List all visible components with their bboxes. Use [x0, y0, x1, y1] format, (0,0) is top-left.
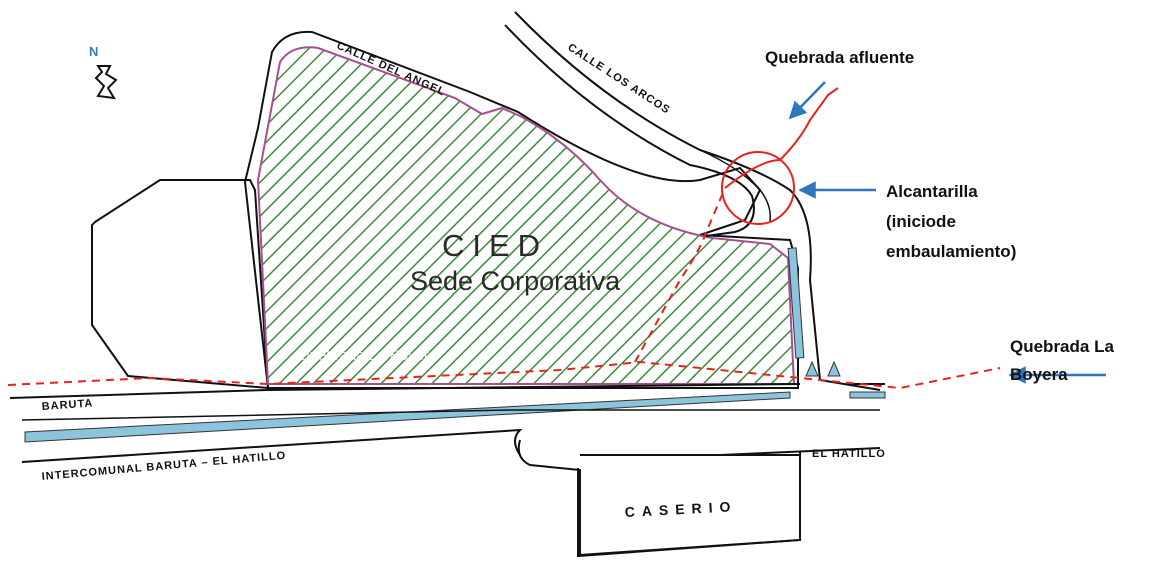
arrow-quebrada-afluente: [788, 81, 826, 120]
annot-quebrada-afluente: Quebrada afluente: [765, 48, 914, 67]
caserio-label: CASERIO: [624, 498, 737, 520]
caserio-outline: [577, 452, 801, 558]
north-turn-edge: [699, 149, 772, 223]
site-outer-outline: [243, 30, 799, 389]
median-triangle-right: [827, 360, 841, 377]
cied-subtitle: Sede Corporativa: [410, 266, 621, 296]
annot-quebrada-la-2: Boyera: [1010, 365, 1068, 384]
alcantarilla-marker: [721, 151, 795, 225]
cied-parcel: [256, 46, 796, 385]
median-main-strip: [24, 391, 791, 443]
calle-los-arcos-inner-edge: [504, 24, 755, 237]
intercomunal-road-top-edge: [9, 383, 801, 399]
north-arrow: N: [89, 44, 118, 100]
annot-alcantarilla-1: Alcantarilla: [886, 182, 978, 201]
median-main-strip-right: [849, 391, 886, 399]
intercomunal-road-mid-edge: [21, 409, 880, 421]
annot-quebrada-la-1: Quebrada La: [1010, 337, 1114, 356]
north-arrow-icon: [94, 65, 118, 100]
annot-alcantarilla-3: embaulamiento): [886, 242, 1016, 261]
label-baruta: BARUTA: [41, 397, 93, 413]
annot-alcantarilla-2: (iniciode: [886, 212, 956, 231]
label-calle-los-arcos: CALLE LOS ARCOS: [565, 41, 672, 116]
north-label: N: [89, 44, 98, 59]
cied-title: CIED: [442, 228, 548, 263]
left-building-block: [91, 179, 270, 390]
faint-stream-label: Quebrada La Boyera: [298, 347, 438, 364]
label-el-hatillo: EL HATILLO: [812, 448, 886, 460]
median-triangle-left: [805, 360, 819, 377]
caserio-block: [517, 439, 801, 557]
quebrada-la-boyera-line: [7, 360, 1001, 390]
median-right-vertical: [787, 247, 805, 359]
label-intercomunal: INTERCOMUNAL BARUTA – EL HATILLO: [41, 450, 286, 483]
quebrada-afluente-dashed-line: [634, 187, 726, 363]
